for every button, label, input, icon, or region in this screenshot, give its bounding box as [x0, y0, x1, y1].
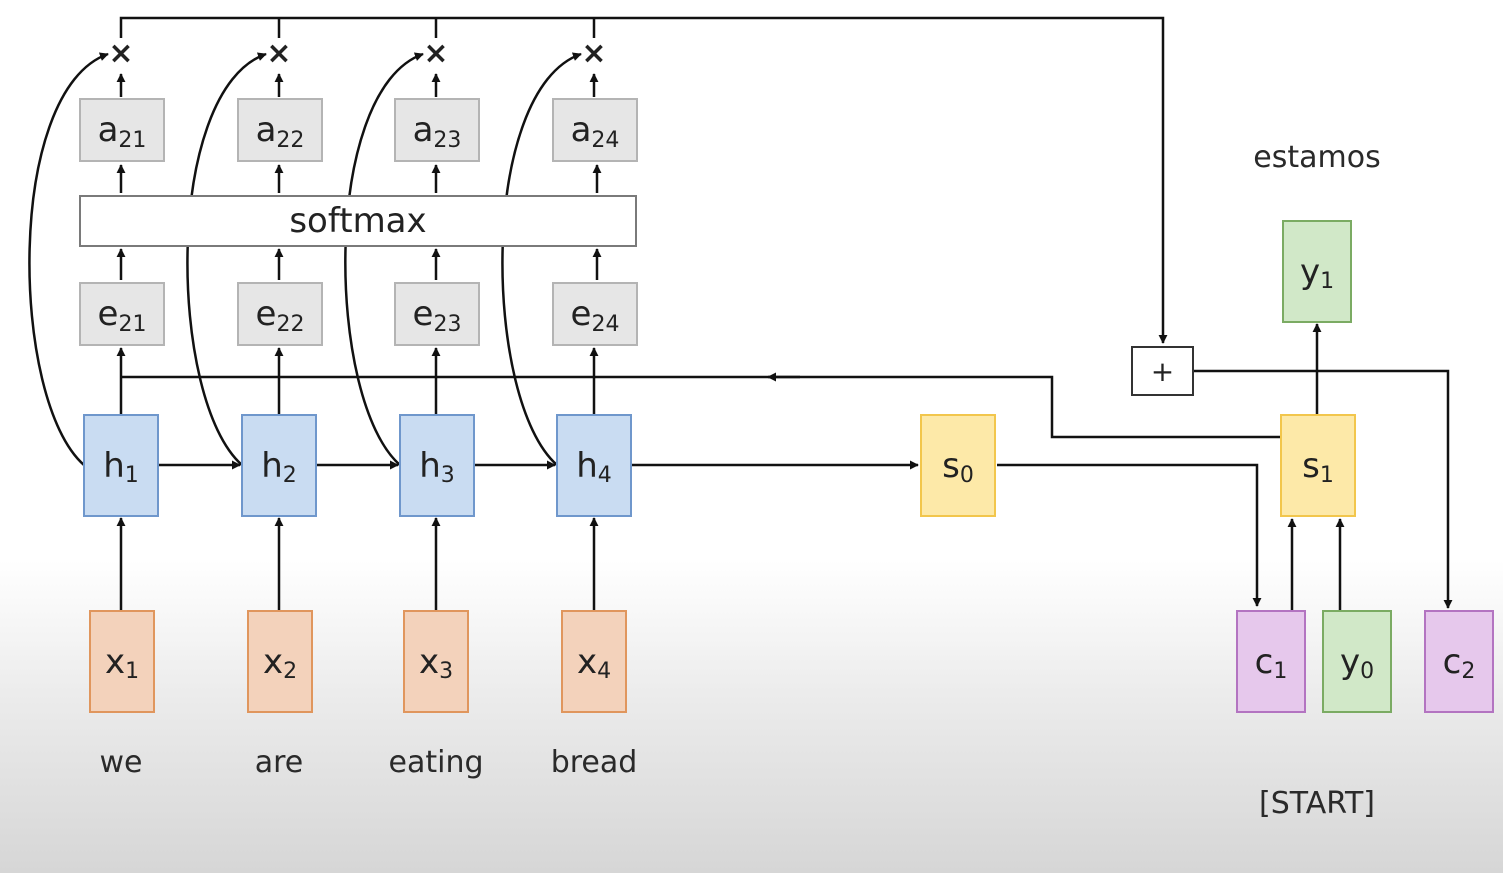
softmax-box: softmax — [79, 195, 637, 247]
input-word-3: eating — [388, 745, 484, 780]
curve-h3-mult — [344, 52, 424, 466]
curve-h2-mult — [186, 52, 267, 466]
input-word-1: we — [99, 745, 143, 780]
line-s1-to-attention — [121, 375, 1280, 439]
multiply-operator-2: × — [266, 35, 292, 71]
multiply-operator-4: × — [581, 35, 607, 71]
start-token-label: [START] — [1259, 786, 1375, 821]
multiply-operator-3: × — [423, 35, 449, 71]
curve-h4-mult — [501, 52, 582, 466]
bus-mult-to-plus — [119, 16, 1168, 344]
input-word-2: are — [254, 745, 304, 780]
arrow-plus-c2 — [1194, 369, 1453, 609]
output-word-estamos: estamos — [1253, 140, 1381, 175]
add-operator: + — [1131, 346, 1194, 396]
multiply-operator-1: × — [108, 35, 134, 71]
input-word-4: bread — [550, 745, 638, 780]
arrow-s0-c1 — [997, 463, 1262, 607]
curve-h1-mult — [28, 52, 109, 466]
